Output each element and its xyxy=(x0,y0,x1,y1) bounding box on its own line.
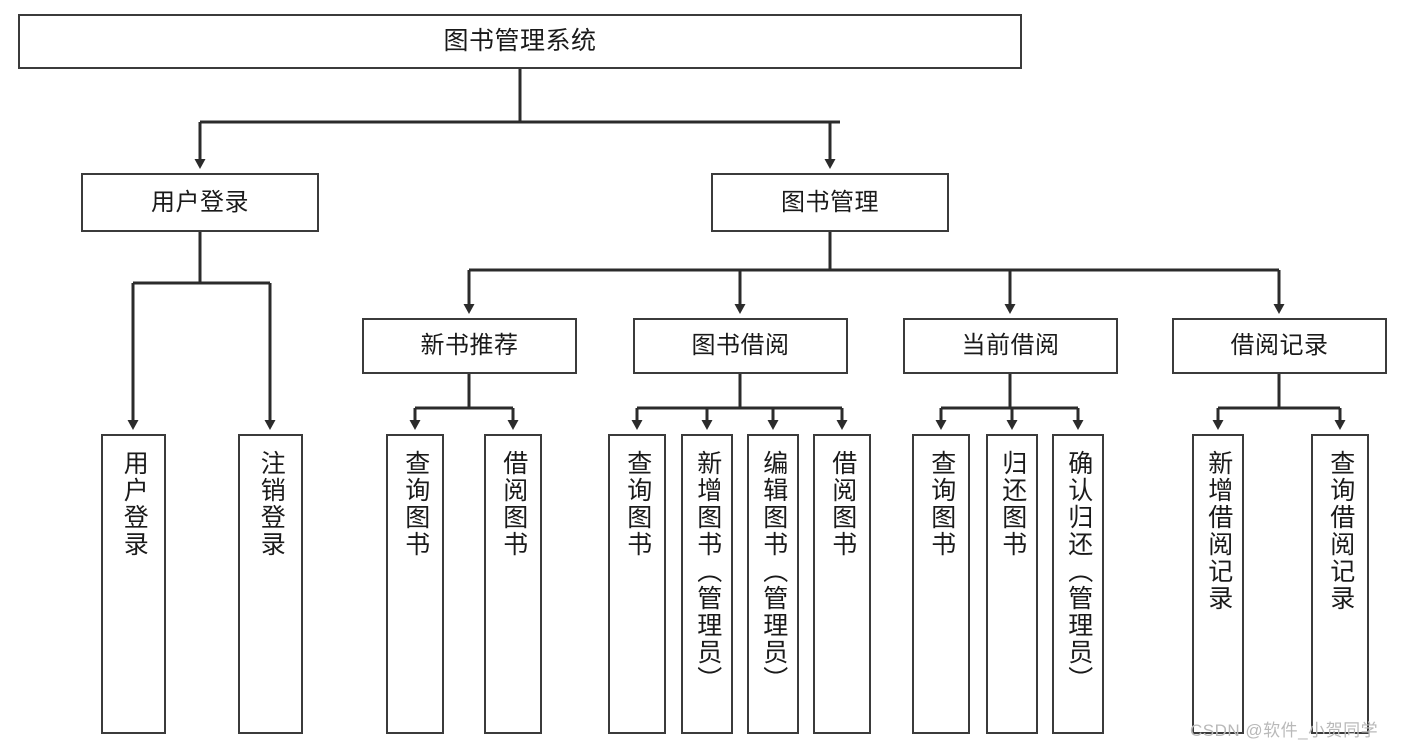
node-borrow-record-label: 借阅记录 xyxy=(1230,332,1329,360)
node-borrow-record[interactable]: 借阅记录 xyxy=(1172,318,1387,374)
node-user-logout-label: 注销登录 xyxy=(257,450,286,558)
node-borrow-add-book-label: 新增图书（管理员） xyxy=(693,450,722,693)
node-cur-return-book-label: 归还图书 xyxy=(998,450,1027,558)
node-borrow-edit-book[interactable]: 编辑图书（管理员） xyxy=(747,434,799,734)
node-book-borrow-label: 图书借阅 xyxy=(691,332,790,360)
node-rec-borrow-book[interactable]: 借阅图书 xyxy=(484,434,542,734)
node-rec-query-record[interactable]: 查询借阅记录 xyxy=(1311,434,1369,734)
node-rec-add-record-label: 新增借阅记录 xyxy=(1204,450,1233,612)
node-book-manage-label: 图书管理 xyxy=(781,188,879,216)
node-rec-borrow-book-label: 借阅图书 xyxy=(499,450,528,558)
node-borrow-edit-book-label: 编辑图书（管理员） xyxy=(759,450,788,693)
node-current-borrow-label: 当前借阅 xyxy=(961,332,1060,360)
node-current-borrow[interactable]: 当前借阅 xyxy=(903,318,1118,374)
node-borrow-query-book[interactable]: 查询图书 xyxy=(608,434,666,734)
node-root-label: 图书管理系统 xyxy=(443,27,597,55)
node-borrow-query-book-label: 查询图书 xyxy=(623,450,652,558)
node-rec-query-book-label: 查询图书 xyxy=(401,450,430,558)
node-user-login[interactable]: 用户登录 xyxy=(81,173,319,232)
node-user-login-do[interactable]: 用户登录 xyxy=(101,434,166,734)
node-borrow-do-book[interactable]: 借阅图书 xyxy=(813,434,871,734)
node-book-borrow[interactable]: 图书借阅 xyxy=(633,318,848,374)
node-new-book-rec-label: 新书推荐 xyxy=(420,332,519,360)
node-user-login-do-label: 用户登录 xyxy=(120,450,149,558)
node-cur-return-book[interactable]: 归还图书 xyxy=(986,434,1038,734)
node-borrow-do-book-label: 借阅图书 xyxy=(828,450,857,558)
node-book-manage[interactable]: 图书管理 xyxy=(711,173,949,232)
node-rec-add-record[interactable]: 新增借阅记录 xyxy=(1192,434,1244,734)
node-new-book-rec[interactable]: 新书推荐 xyxy=(362,318,577,374)
watermark: CSDN @软件_小贺同学 xyxy=(1190,721,1379,740)
node-root[interactable]: 图书管理系统 xyxy=(18,14,1022,69)
node-cur-confirm-return-label: 确认归还（管理员） xyxy=(1064,450,1093,693)
node-cur-confirm-return[interactable]: 确认归还（管理员） xyxy=(1052,434,1104,734)
node-cur-query-book-label: 查询图书 xyxy=(927,450,956,558)
node-user-logout[interactable]: 注销登录 xyxy=(238,434,303,734)
node-rec-query-record-label: 查询借阅记录 xyxy=(1326,450,1355,612)
node-borrow-add-book[interactable]: 新增图书（管理员） xyxy=(681,434,733,734)
node-user-login-label: 用户登录 xyxy=(151,188,249,216)
node-cur-query-book[interactable]: 查询图书 xyxy=(912,434,970,734)
node-rec-query-book[interactable]: 查询图书 xyxy=(386,434,444,734)
